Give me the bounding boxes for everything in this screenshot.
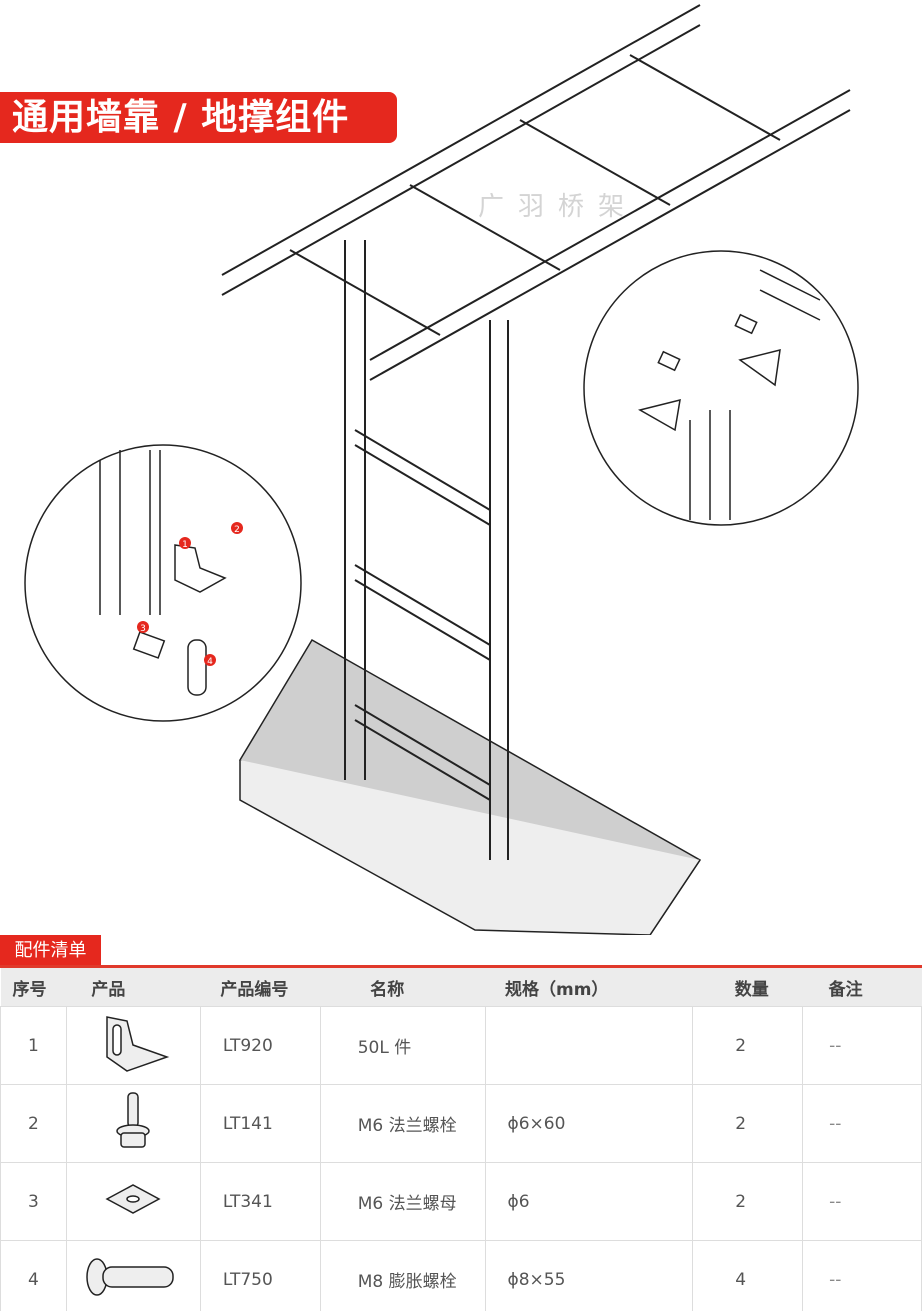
page-title: 通用墙靠 / 地撑组件 (0, 92, 397, 143)
row-no: 1 (0, 1006, 67, 1085)
table-row: 2 LT141 M6 法兰螺栓 ϕ6×60 2 -- (0, 1084, 922, 1163)
svg-text:1: 1 (182, 540, 188, 550)
row-spec: ϕ6 (484, 1162, 694, 1241)
table-row: 4 LT750 M8 膨胀螺栓 ϕ8×55 4 -- (0, 1240, 922, 1311)
expansion-bolt-icon (65, 1240, 201, 1311)
col-no: 序号 (0, 968, 67, 1007)
divider (0, 965, 922, 968)
svg-text:4: 4 (207, 657, 213, 667)
row-note: -- (802, 1084, 922, 1163)
row-no: 3 (0, 1162, 67, 1241)
col-note: 备注 (802, 968, 922, 1007)
parts-list-tab: 配件清单 (0, 935, 101, 966)
row-no: 2 (0, 1084, 67, 1163)
square-nut-icon (65, 1162, 201, 1241)
col-product: 产品 (66, 968, 201, 1007)
row-note: -- (802, 1240, 922, 1311)
row-qty: 4 (692, 1240, 804, 1311)
svg-text:3: 3 (140, 624, 146, 634)
row-spec (484, 1006, 694, 1085)
row-no: 4 (0, 1240, 67, 1311)
row-code: LT750 (199, 1240, 321, 1311)
row-name: 50L 件 (319, 1006, 486, 1085)
row-name: M6 法兰螺母 (319, 1162, 486, 1241)
row-qty: 2 (692, 1006, 804, 1085)
angle-bracket-icon (65, 1006, 201, 1085)
flange-bolt-icon (65, 1084, 201, 1163)
detail-circle-right (583, 250, 859, 526)
table-row: 3 LT341 M6 法兰螺母 ϕ6 2 -- (0, 1162, 922, 1241)
support-posts (344, 240, 509, 860)
row-note: -- (802, 1006, 922, 1085)
row-code: LT341 (199, 1162, 321, 1241)
row-qty: 2 (692, 1162, 804, 1241)
svg-text:2: 2 (234, 525, 240, 535)
parts-table: 序号 产品 产品编号 名称 规格（mm） 数量 备注 1 LT920 50L 件… (0, 968, 922, 1311)
row-code: LT141 (199, 1084, 321, 1163)
table-header: 序号 产品 产品编号 名称 规格（mm） 数量 备注 (0, 968, 922, 1007)
detail-circle-left: 1 2 3 4 (24, 444, 302, 722)
table-row: 1 LT920 50L 件 2 -- (0, 1006, 922, 1085)
assembly-illustration: 1 2 3 4 (24, 4, 859, 935)
col-spec: 规格（mm） (485, 968, 693, 1007)
col-name: 名称 (320, 968, 485, 1007)
row-qty: 2 (692, 1084, 804, 1163)
col-qty: 数量 (692, 968, 803, 1007)
row-name: M8 膨胀螺栓 (319, 1240, 486, 1311)
row-spec: ϕ6×60 (484, 1084, 694, 1163)
row-note: -- (802, 1162, 922, 1241)
row-spec: ϕ8×55 (484, 1240, 694, 1311)
col-code: 产品编号 (200, 968, 321, 1007)
row-name: M6 法兰螺栓 (319, 1084, 486, 1163)
watermark: 广羽桥架 (478, 192, 639, 222)
row-code: LT920 (199, 1006, 321, 1085)
